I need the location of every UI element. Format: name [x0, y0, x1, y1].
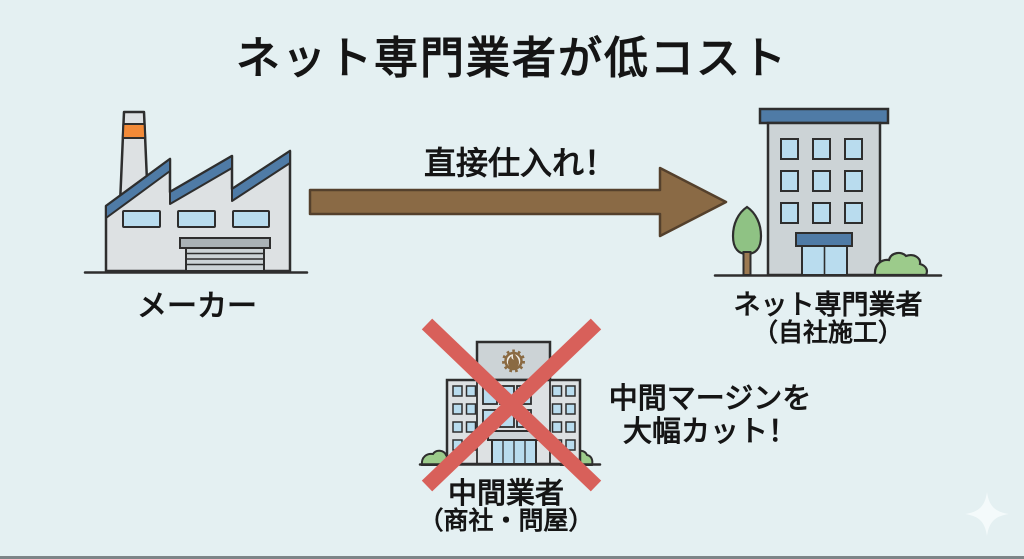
- factory-window: [177, 210, 216, 228]
- entrance-awning: [795, 232, 853, 247]
- margin-note-line2: 大幅カット！: [622, 416, 797, 448]
- bush-icon: [873, 251, 928, 277]
- factory-window: [232, 210, 270, 228]
- bottom-edge-strip: [0, 556, 1024, 559]
- factory-icon: [83, 110, 309, 274]
- arrow-right-icon: [308, 166, 728, 238]
- office-building-icon: [713, 107, 943, 277]
- page-title: ネット専門業者が低コスト: [236, 34, 788, 83]
- sparkle-icon: [965, 492, 1009, 536]
- office-roof: [758, 107, 890, 125]
- garage-header: [179, 237, 271, 249]
- net-contractor-label: ネット専門業者: [733, 290, 923, 320]
- margin-note-line1: 中間マージンを: [608, 383, 812, 415]
- cross-out-icon: [421, 318, 602, 492]
- factory-window: [122, 210, 161, 228]
- middleman-building-icon: [418, 318, 602, 492]
- gear-flame-emblem-icon: [502, 349, 525, 373]
- middleman-sublabel: （商社・問屋）: [418, 507, 594, 535]
- margin-note: 中間マージンを 大幅カット！: [592, 383, 828, 449]
- maker-label: メーカー: [137, 290, 257, 323]
- middleman-label: 中間業者: [447, 478, 564, 510]
- arrow-label: 直接仕入れ！: [423, 145, 616, 181]
- tree-icon: [731, 205, 763, 276]
- office-windows: [780, 138, 863, 224]
- net-contractor-sublabel: （自社施工）: [752, 319, 903, 347]
- chimney-band: [121, 123, 147, 139]
